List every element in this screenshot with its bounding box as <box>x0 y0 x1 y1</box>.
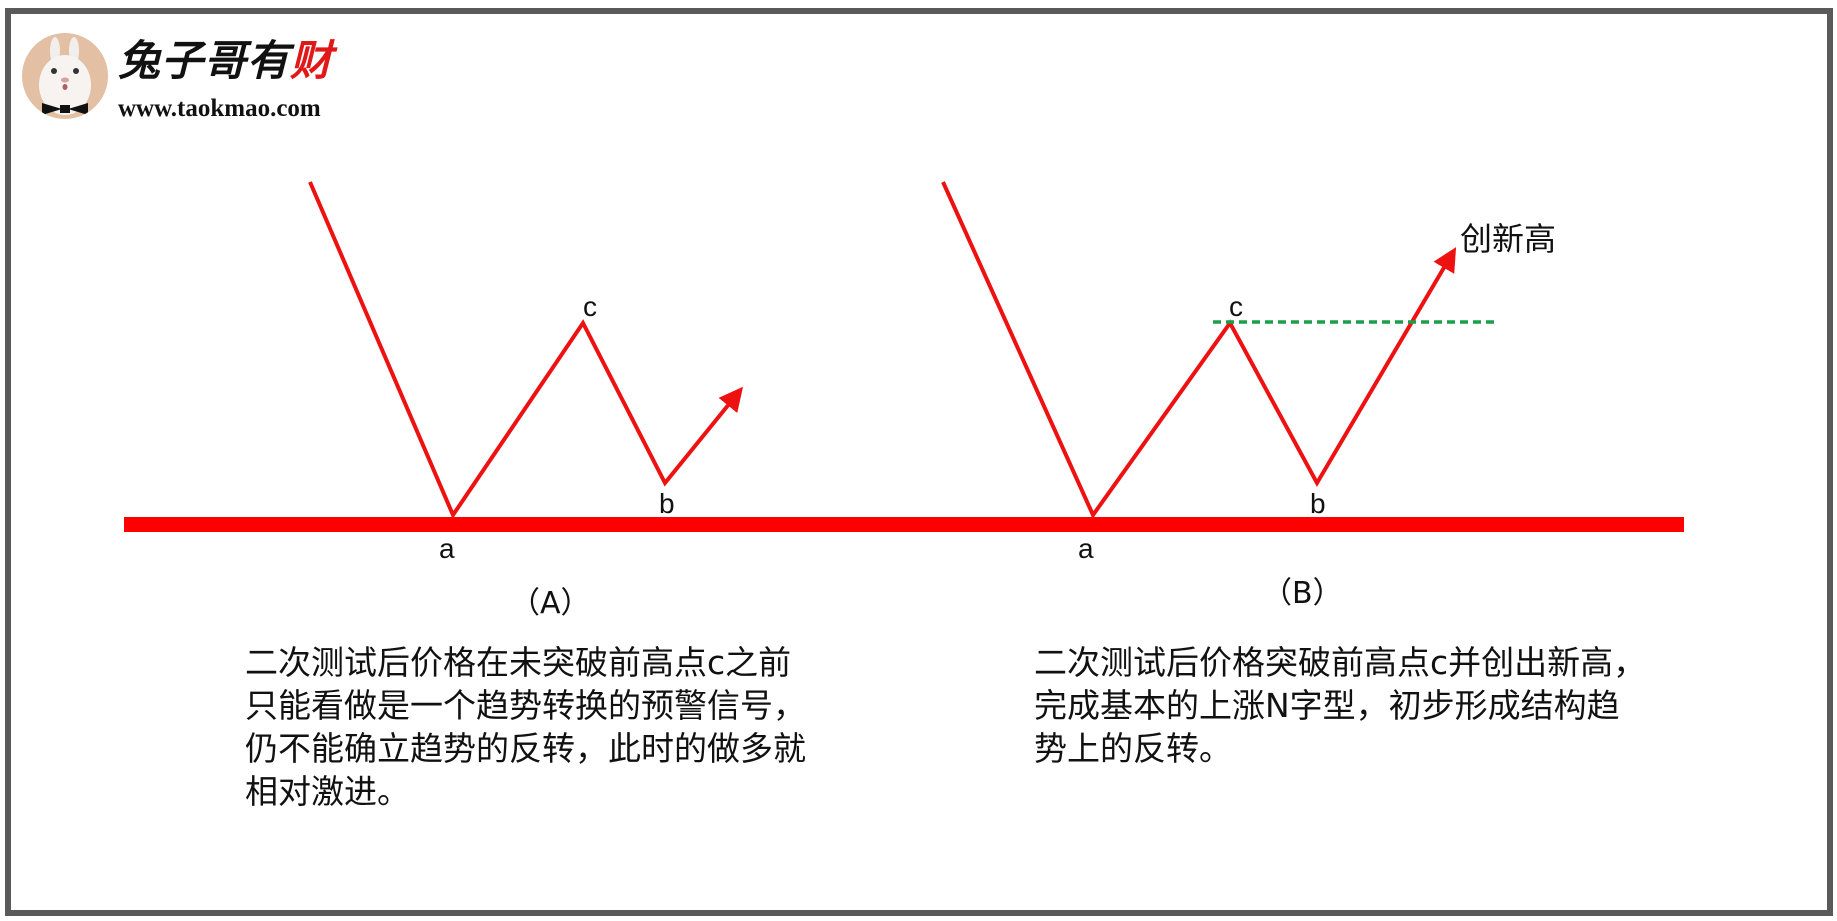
logo-title-accent: 财 <box>290 36 334 85</box>
support-bar <box>124 517 1684 532</box>
description-line: 完成基本的上涨N字型，初步形成结构趋 <box>1034 686 1620 725</box>
logo-url[interactable]: www.taokmao.com <box>118 95 321 122</box>
panel-a-price-path <box>308 181 744 520</box>
rabbit-avatar-icon <box>22 33 108 119</box>
logo-title-main: 兔子哥有 <box>118 36 291 85</box>
description-line: 势上的反转。 <box>1034 729 1232 768</box>
panel-b-point-a: a <box>1078 533 1094 564</box>
panel-b-point-c: c <box>1229 291 1243 322</box>
site-logo[interactable]: 兔子哥有财 www.taokmao.com <box>22 33 362 123</box>
description-line: 仍不能确立趋势的反转，此时的做多就 <box>245 729 806 768</box>
description-line: 二次测试后价格在未突破前高点c之前 <box>245 643 792 682</box>
new-high-annotation: 创新高 <box>1460 220 1557 258</box>
description-line: 只能看做是一个趋势转换的预警信号， <box>245 686 806 725</box>
diagram-frame <box>5 8 1833 916</box>
panel-b-point-b: b <box>1310 488 1326 519</box>
panel-a-point-c: c <box>583 291 597 322</box>
panel-a-label: （A） <box>510 586 591 621</box>
panel-a-description: 二次测试后价格在未突破前高点c之前 只能看做是一个趋势转换的预警信号， 仍不能确… <box>245 641 806 813</box>
panel-a-point-b: b <box>659 488 675 519</box>
description-line: 二次测试后价格突破前高点c并创出新高， <box>1034 643 1647 682</box>
panel-a-point-a: a <box>439 533 455 564</box>
logo-title: 兔子哥有财 <box>118 37 333 85</box>
description-line: 相对激进。 <box>245 772 410 811</box>
panel-b-price-path <box>941 181 1457 519</box>
panel-b-description: 二次测试后价格突破前高点c并创出新高， 完成基本的上涨N字型，初步形成结构趋 势… <box>1034 641 1646 770</box>
panel-b-label: （B） <box>1262 576 1343 611</box>
